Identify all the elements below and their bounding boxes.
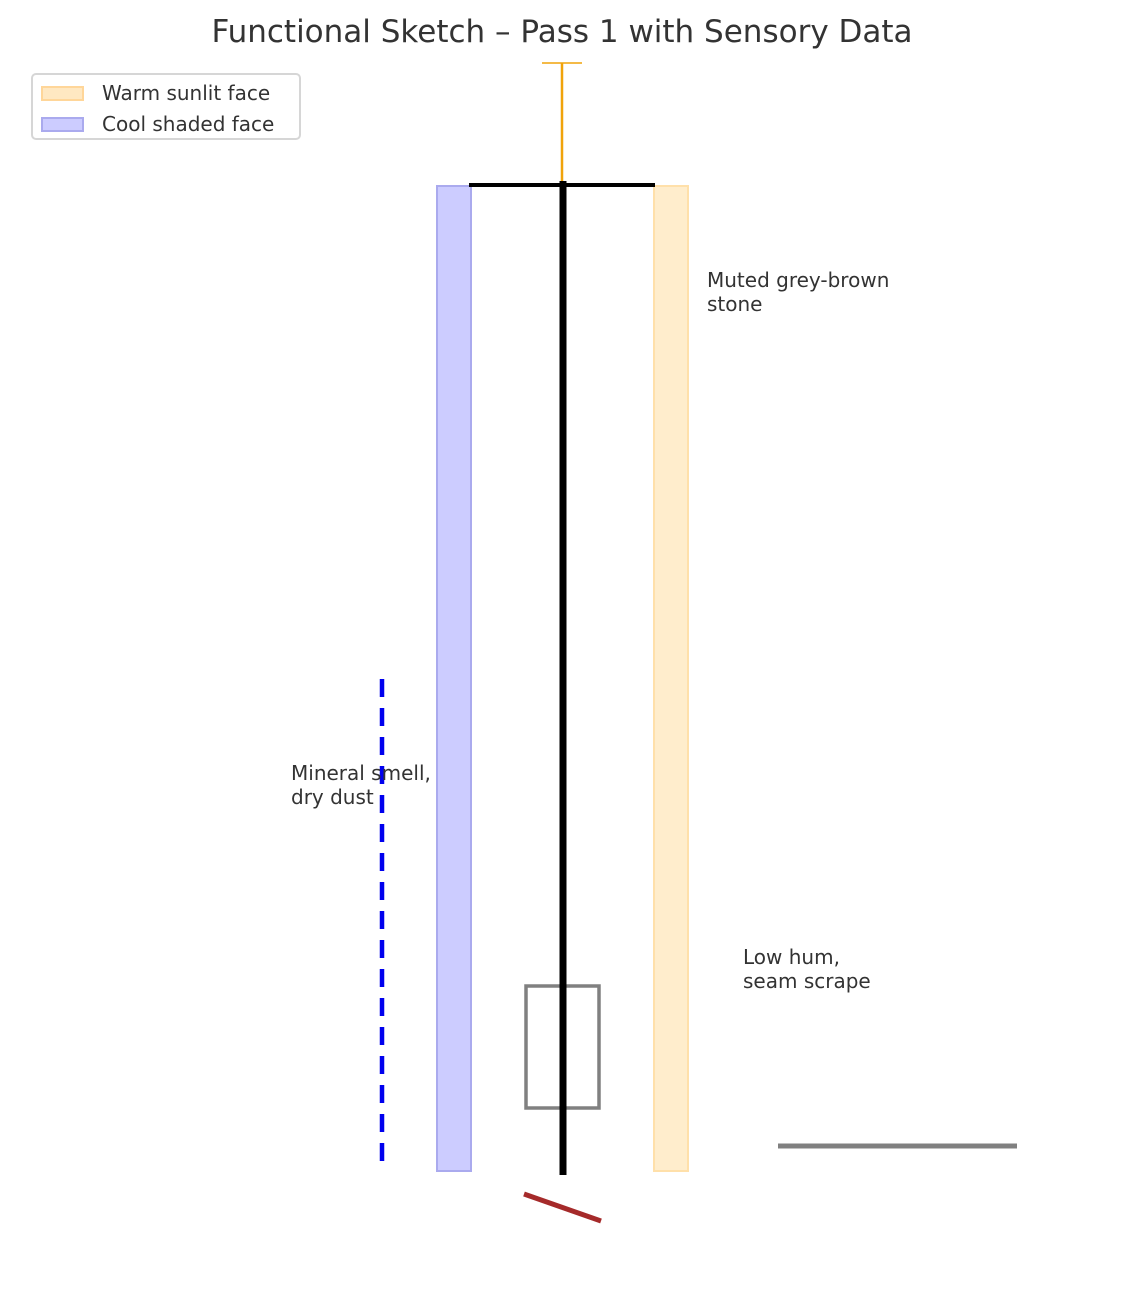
sound-annotation: Low hum, seam scrape <box>743 945 871 993</box>
smell-annotation: Mineral smell, dry dust <box>291 761 431 809</box>
cool-shaded-face <box>436 185 472 1172</box>
legend-item-cool: Cool shaded face <box>41 112 275 136</box>
chart-title: Functional Sketch – Pass 1 with Sensory … <box>211 14 913 50</box>
legend-swatch-cool <box>41 116 84 132</box>
legend: Warm sunlit face Cool shaded face <box>31 73 301 140</box>
legend-label-warm: Warm sunlit face <box>102 81 271 105</box>
stone-annotation: Muted grey-brown stone <box>707 268 890 316</box>
legend-item-warm: Warm sunlit face <box>41 81 271 105</box>
warm-sunlit-face <box>653 185 689 1172</box>
legend-label-cool: Cool shaded face <box>102 112 275 136</box>
red-slash <box>523 1191 602 1224</box>
legend-swatch-warm <box>41 85 84 101</box>
